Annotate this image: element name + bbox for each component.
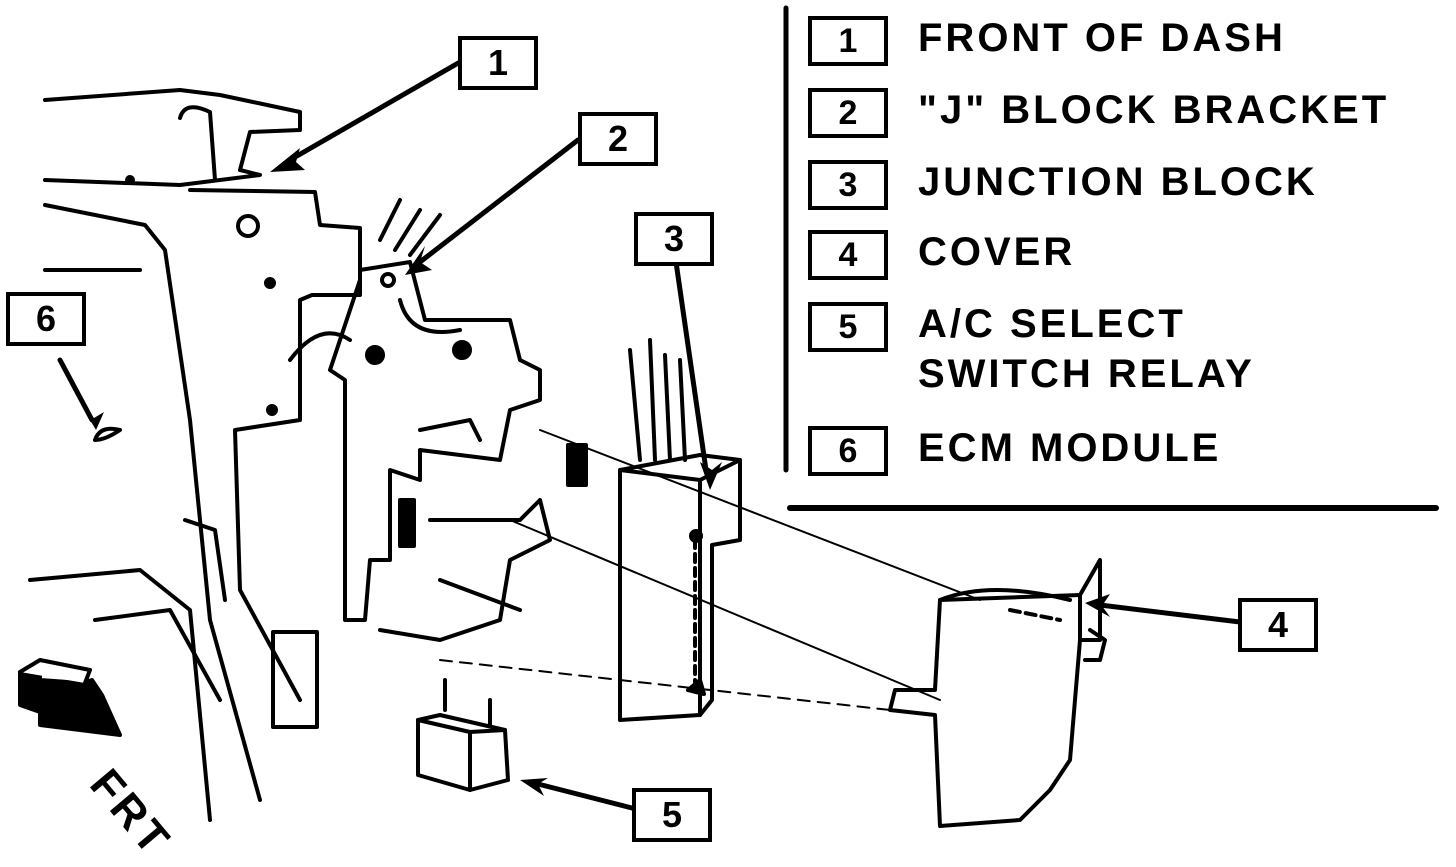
- legend-label-line2: SWITCH RELAY: [918, 352, 1255, 396]
- legend-label: JUNCTION BLOCK: [918, 160, 1318, 204]
- arrowheads: [84, 148, 1110, 796]
- diagram-canvas: 1 FRONT OF DASH 2 "J" BLOCK BRACKET 3 JU…: [6, 5, 1439, 866]
- alignment-lines: [439, 429, 981, 711]
- j-block-bracket-shape: [328, 198, 588, 642]
- legend-label: A/C SELECT: [918, 302, 1186, 346]
- junction-block-shape: [618, 338, 742, 722]
- callout-2: 2: [578, 112, 658, 166]
- legend-label: FRONT OF DASH: [918, 16, 1286, 60]
- legend-number-box: 1: [808, 16, 888, 66]
- relay-shape: [416, 678, 510, 792]
- legend-label: COVER: [918, 230, 1076, 274]
- legend-number-box: 3: [808, 160, 888, 210]
- callout-6: 6: [6, 292, 86, 346]
- front-of-dash-shape: [28, 88, 302, 822]
- callout-1: 1: [458, 36, 538, 90]
- legend-label: "J" BLOCK BRACKET: [918, 88, 1390, 132]
- callout-4: 4: [1238, 598, 1318, 652]
- bracket-plate-shape: [125, 175, 362, 729]
- legend-number-box: 5: [808, 302, 888, 352]
- ecm-module-shape: [93, 426, 122, 442]
- legend-number-box: 6: [808, 426, 888, 476]
- dash-assembly-illustration: [18, 5, 1439, 828]
- legend-label: ECM MODULE: [918, 426, 1222, 470]
- callout-3: 3: [634, 212, 714, 266]
- cover-shape: [888, 558, 1107, 828]
- callout-5: 5: [632, 788, 712, 842]
- front-direction-arrow-icon: [18, 658, 122, 737]
- legend-number-box: 2: [808, 88, 888, 138]
- legend-number-box: 4: [808, 230, 888, 280]
- leader-arrows: [57, 59, 1243, 811]
